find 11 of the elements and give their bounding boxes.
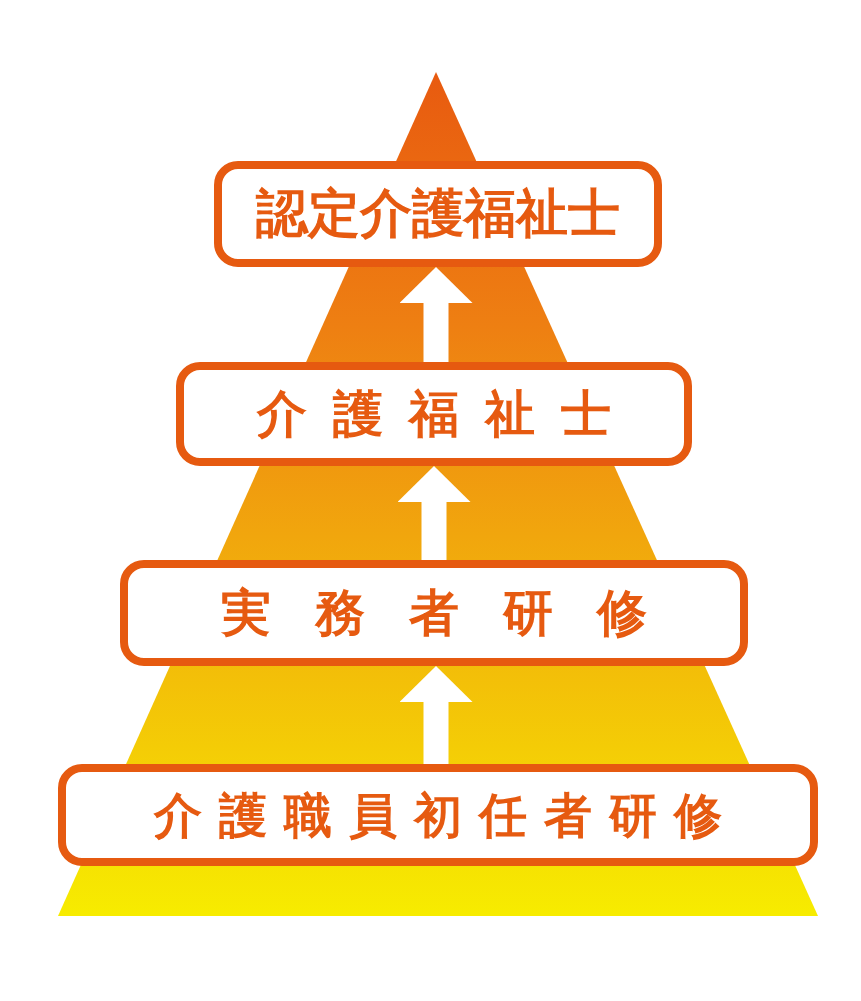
qualification-box	[120, 560, 748, 666]
qualification-box	[176, 362, 692, 466]
qualification-title: 介護福祉士	[255, 386, 637, 442]
up-arrow	[399, 666, 473, 764]
qualification-box	[58, 764, 818, 866]
qualification-title: 実務者研修	[220, 585, 691, 641]
qualification-title: 認定介護福祉士	[256, 185, 620, 243]
qualification-title: 介護職員初任者研修	[152, 788, 739, 842]
up-arrow	[397, 466, 471, 560]
up-arrow	[399, 267, 473, 362]
qualification-box	[214, 161, 662, 267]
